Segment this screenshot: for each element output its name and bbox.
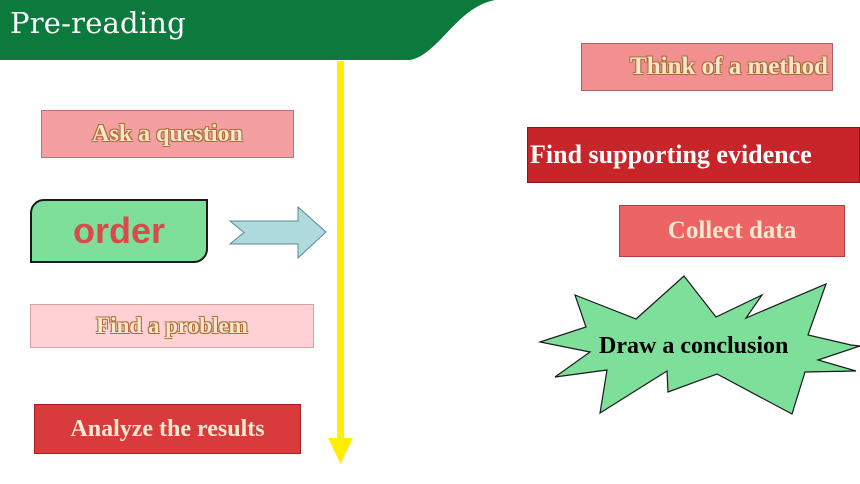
collect-data-box[interactable]: Collect data [619,205,845,257]
page-title: Pre-reading [10,6,186,40]
think-method-box[interactable]: Think of a method [581,43,833,91]
supporting-evidence-box[interactable]: Find supporting evidence [527,127,860,183]
draw-conclusion-label[interactable]: Draw a conclusion [599,333,789,359]
right-arrow-icon[interactable] [228,205,327,260]
starburst-shape [537,275,860,415]
header-band [0,0,495,60]
analyze-results-box[interactable]: Analyze the results [34,404,301,454]
ask-question-box[interactable]: Ask a question [41,110,294,158]
down-arrow-icon [328,61,353,464]
order-label-box: order [30,199,208,263]
find-problem-box[interactable]: Find a problem [30,304,314,348]
